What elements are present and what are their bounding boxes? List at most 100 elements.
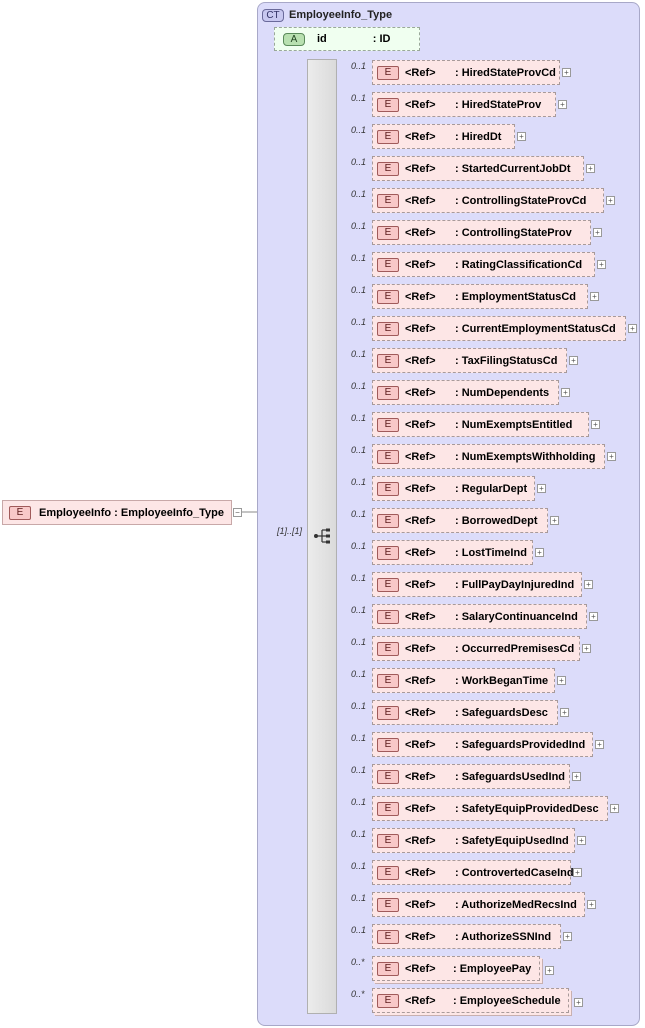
element-row[interactable]: E<Ref>: OccurredPremisesCd [372, 636, 580, 661]
element-badge: E [377, 641, 399, 656]
expand-icon[interactable]: + [584, 580, 593, 589]
element-badge: E [377, 225, 399, 240]
multiplicity-label: 0..1 [351, 253, 367, 263]
element-row[interactable]: E<Ref>: ControvertedCaseInd [372, 860, 574, 885]
expand-icon[interactable]: + [569, 356, 578, 365]
multiplicity-label: 0..1 [351, 573, 367, 583]
multiplicity-label: 0..1 [351, 93, 367, 103]
expand-icon[interactable]: + [537, 484, 546, 493]
expand-icon[interactable]: + [558, 100, 567, 109]
expand-icon[interactable]: + [591, 420, 600, 429]
expand-icon[interactable]: + [597, 260, 606, 269]
multiplicity-label: 0..1 [351, 445, 367, 455]
element-row[interactable]: E<Ref>: StartedCurrentJobDt [372, 156, 584, 181]
element-badge: E [377, 321, 399, 336]
element-badge: E [377, 577, 399, 592]
expand-icon[interactable]: + [610, 804, 619, 813]
expand-icon[interactable]: + [562, 68, 571, 77]
complex-type-badge: CT [262, 8, 284, 22]
element-row[interactable]: E<Ref>: ControllingStateProv [372, 220, 591, 245]
element-badge: E [377, 449, 399, 464]
expand-icon[interactable]: + [574, 998, 583, 1007]
element-name: : EmployeePay [453, 962, 532, 975]
element-row[interactable]: E<Ref>: ControllingStateProvCd [372, 188, 604, 213]
element-row[interactable]: E<Ref>: SafetyEquipUsedInd [372, 828, 575, 853]
expand-icon[interactable]: + [589, 612, 598, 621]
expand-icon[interactable]: + [593, 228, 602, 237]
ref-label: <Ref> [405, 994, 436, 1007]
element-name: : SalaryContinuanceInd [455, 610, 578, 623]
expand-icon[interactable]: + [628, 324, 637, 333]
multiplicity-label: 0..1 [351, 765, 367, 775]
expand-icon[interactable]: + [582, 644, 591, 653]
element-badge: E [9, 505, 31, 520]
element-row[interactable]: E<Ref>: NumExemptsWithholding [372, 444, 605, 469]
element-row[interactable]: E<Ref>: HiredStateProvCd [372, 60, 560, 85]
element-row[interactable]: E<Ref>: SafeguardsDesc [372, 700, 558, 725]
expand-icon[interactable]: + [587, 900, 596, 909]
element-row[interactable]: E<Ref>: HiredStateProv [372, 92, 556, 117]
element-row[interactable]: E<Ref>: CurrentEmploymentStatusCd [372, 316, 626, 341]
element-row[interactable]: E<Ref>: EmployeeSchedule [372, 988, 569, 1013]
element-badge: E [377, 193, 399, 208]
multiplicity-label: 0..1 [351, 285, 367, 295]
element-row[interactable]: E<Ref>: NumExemptsEntitled [372, 412, 589, 437]
element-row[interactable]: E<Ref>: AuthorizeSSNInd [372, 924, 561, 949]
ref-label: <Ref> [405, 290, 436, 303]
root-element[interactable]: E EmployeeInfo : EmployeeInfo_Type [2, 500, 232, 525]
multiplicity-label: 0..* [351, 957, 365, 967]
expand-icon[interactable]: + [535, 548, 544, 557]
element-row[interactable]: E<Ref>: LostTimeInd [372, 540, 533, 565]
expand-icon[interactable]: + [560, 708, 569, 717]
expand-icon[interactable]: + [563, 932, 572, 941]
element-name: : EmploymentStatusCd [455, 290, 577, 303]
attribute-id[interactable]: A id : ID [274, 27, 420, 51]
expand-icon[interactable]: + [586, 164, 595, 173]
ref-label: <Ref> [405, 578, 436, 591]
expand-icon[interactable]: + [573, 868, 582, 877]
expand-icon[interactable]: + [561, 388, 570, 397]
element-row[interactable]: E<Ref>: AuthorizeMedRecsInd [372, 892, 585, 917]
element-row[interactable]: E<Ref>: SafeguardsUsedInd [372, 764, 570, 789]
expand-icon[interactable]: + [607, 452, 616, 461]
ref-label: <Ref> [405, 258, 436, 271]
expand-icon[interactable]: + [606, 196, 615, 205]
attribute-name: id [317, 33, 327, 45]
element-row[interactable]: E<Ref>: EmploymentStatusCd [372, 284, 588, 309]
element-row[interactable]: E<Ref>: SalaryContinuanceInd [372, 604, 587, 629]
expand-icon[interactable]: + [590, 292, 599, 301]
expand-icon[interactable]: + [572, 772, 581, 781]
expand-icon[interactable]: + [545, 966, 554, 975]
multiplicity-label: 0..1 [351, 605, 367, 615]
multiplicity-label: 0..1 [351, 509, 367, 519]
element-name: : NumExemptsEntitled [455, 418, 573, 431]
element-row[interactable]: E<Ref>: WorkBeganTime [372, 668, 555, 693]
element-row[interactable]: E<Ref>: TaxFilingStatusCd [372, 348, 567, 373]
attribute-badge: A [283, 32, 305, 46]
element-badge: E [377, 545, 399, 560]
element-row[interactable]: E<Ref>: HiredDt [372, 124, 515, 149]
element-name: : SafeguardsProvidedInd [455, 738, 586, 751]
element-row[interactable]: E<Ref>: SafeguardsProvidedInd [372, 732, 593, 757]
element-badge: E [377, 865, 399, 880]
element-row[interactable]: E<Ref>: EmployeePay [372, 956, 540, 981]
expand-icon[interactable]: + [557, 676, 566, 685]
element-name: : BorrowedDept [455, 514, 538, 527]
expand-icon[interactable]: + [517, 132, 526, 141]
root-collapse-icon[interactable]: − [233, 508, 242, 517]
complex-type-title: EmployeeInfo_Type [289, 9, 393, 21]
ref-label: <Ref> [405, 610, 436, 623]
element-row[interactable]: E<Ref>: NumDependents [372, 380, 559, 405]
element-name: : TaxFilingStatusCd [455, 354, 558, 367]
ref-label: <Ref> [405, 706, 436, 719]
expand-icon[interactable]: + [550, 516, 559, 525]
element-row[interactable]: E<Ref>: RegularDept [372, 476, 535, 501]
element-row[interactable]: E<Ref>: FullPayDayInjuredInd [372, 572, 582, 597]
element-row[interactable]: E<Ref>: RatingClassificationCd [372, 252, 595, 277]
element-row[interactable]: E<Ref>: BorrowedDept [372, 508, 548, 533]
expand-icon[interactable]: + [595, 740, 604, 749]
multiplicity-label: 0..* [351, 989, 365, 999]
element-badge: E [377, 65, 399, 80]
element-row[interactable]: E<Ref>: SafetyEquipProvidedDesc [372, 796, 608, 821]
expand-icon[interactable]: + [577, 836, 586, 845]
